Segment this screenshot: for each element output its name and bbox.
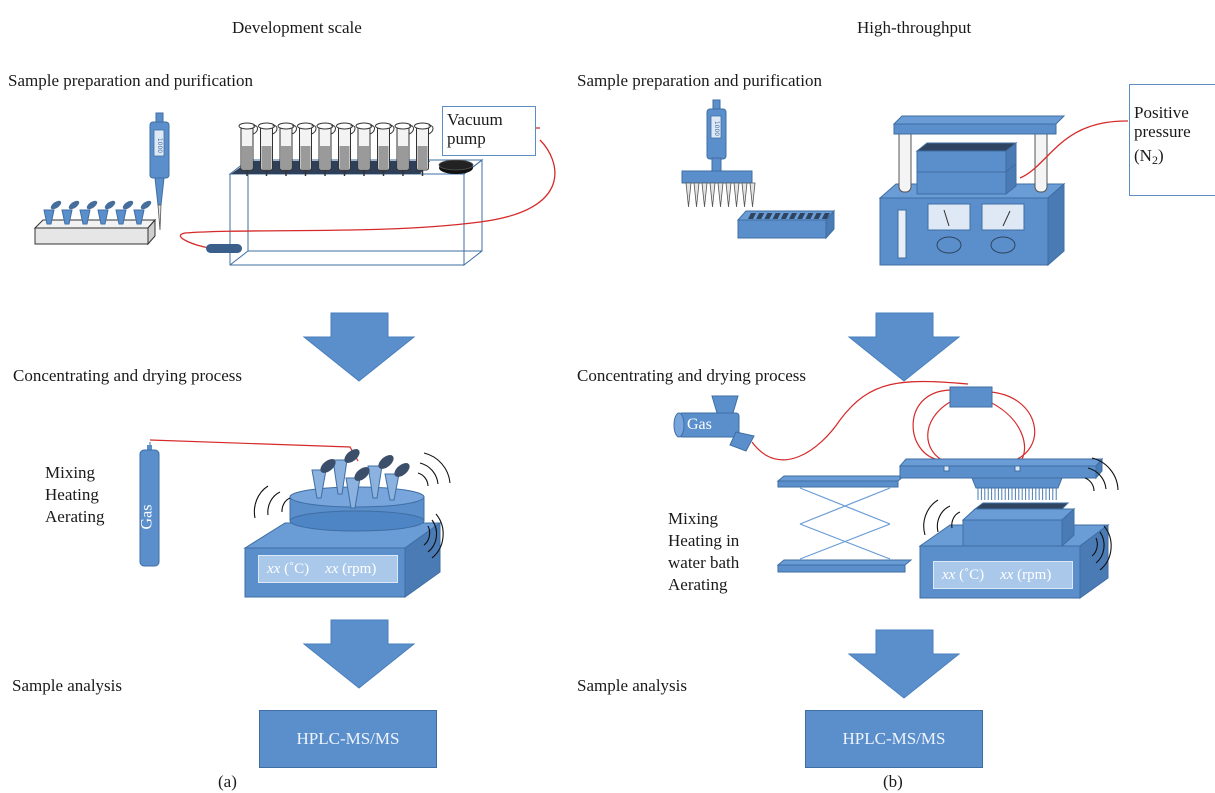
vacuum-pump-label: Vacuum pump xyxy=(442,106,536,156)
heater-b-readout: xx (˚C) xx (rpm) xyxy=(933,561,1073,589)
spe-cartridge xyxy=(238,122,258,176)
vacuum-manifold xyxy=(228,158,484,267)
panel-a-hplc-box: HPLC-MS/MS xyxy=(259,710,437,768)
process-item: Heating xyxy=(45,485,99,504)
panel-a-step-analysis: Sample analysis xyxy=(12,676,123,695)
arrow-b-1 xyxy=(847,312,961,382)
gas-cylinder-a xyxy=(139,442,160,567)
pipette-tip xyxy=(741,182,748,208)
process-item: water bath xyxy=(668,553,740,572)
panel-b-title: High-throughput xyxy=(857,18,972,37)
heater-a-readout: xx (˚C) xx (rpm) xyxy=(258,555,398,583)
panel-b-step-analysis: Sample analysis xyxy=(577,676,688,695)
reservoir-well xyxy=(821,213,830,219)
panel-a-caption: (a) xyxy=(218,772,237,791)
reservoir-well xyxy=(805,213,814,219)
gas-inlet-b xyxy=(673,395,755,452)
positive-pressure-unit xyxy=(878,115,1066,267)
pipette-tip xyxy=(685,182,692,208)
spe-cartridge xyxy=(394,122,414,176)
panel-a-process-list: Mixing Heating Aerating xyxy=(45,462,104,528)
reservoir-well xyxy=(813,213,822,219)
arrow-a-1 xyxy=(302,312,416,382)
pipette-a-volume: 1000 xyxy=(156,137,164,154)
spe-cartridge xyxy=(258,122,278,176)
spe-cartridge xyxy=(375,122,395,176)
pipette-tip xyxy=(709,182,716,208)
lift-table xyxy=(776,475,913,573)
process-item: Aerating xyxy=(668,575,728,594)
spe-cartridge xyxy=(355,122,375,176)
reservoir-well xyxy=(797,213,806,219)
panel-a-step-concentrating: Concentrating and drying process xyxy=(13,366,242,385)
reservoir-well xyxy=(772,213,781,219)
pipette-tip xyxy=(733,182,740,208)
pipette-tip xyxy=(717,182,724,208)
gas-tubing-b xyxy=(751,380,1036,463)
process-item: Mixing xyxy=(668,509,719,528)
spe-cartridge xyxy=(316,122,336,176)
vacuum-tube xyxy=(179,139,556,249)
spe-cartridges xyxy=(238,122,434,176)
arrow-b-2 xyxy=(847,629,961,699)
reservoir-well xyxy=(764,213,773,219)
pipette-tip xyxy=(701,182,708,208)
pipette-a xyxy=(149,112,170,231)
process-item: Heating in xyxy=(668,531,740,550)
panel-b-step-concentrating: Concentrating and drying process xyxy=(577,366,806,385)
pipette-tip xyxy=(749,182,756,208)
spe-cartridge xyxy=(277,122,297,176)
panel-a-step-preparation: Sample preparation and purification xyxy=(8,71,253,90)
reservoir-well xyxy=(756,213,765,219)
pipette-b-volume: 1000 xyxy=(713,120,721,137)
gas-manifold-b xyxy=(949,386,993,408)
pipette-tip xyxy=(693,182,700,208)
pressure-tube xyxy=(1019,120,1129,179)
reservoir-well xyxy=(780,213,789,219)
pipette-tip xyxy=(725,182,732,208)
process-item: Mixing xyxy=(45,463,96,482)
gas-inlet-b-label: Gas xyxy=(687,416,712,433)
tube-rack-a xyxy=(33,200,157,246)
gas-cylinder-a-label: Gas xyxy=(138,504,156,530)
panel-b-step-preparation: Sample preparation and purification xyxy=(577,71,822,90)
reservoir-block xyxy=(736,209,836,240)
panel-b-hplc-box: HPLC-MS/MS xyxy=(805,710,983,768)
positive-pressure-label: Positive pressure (N2) xyxy=(1129,84,1215,196)
spe-cartridge xyxy=(336,122,356,176)
vibration-arcs-b xyxy=(923,457,1119,571)
reservoir-well xyxy=(789,213,797,219)
spe-cartridge xyxy=(414,122,434,176)
spe-cartridge xyxy=(297,122,317,176)
panel-b-process-list: Mixing Heating in water bath Aerating xyxy=(668,508,739,596)
arrow-a-2 xyxy=(302,619,416,689)
reservoir-well xyxy=(748,213,756,219)
panel-a-title: Development scale xyxy=(232,18,362,37)
multichannel-pipette xyxy=(681,99,756,208)
vibration-arcs-a xyxy=(253,452,451,559)
gas-line-a xyxy=(149,439,359,462)
gantry-head xyxy=(898,457,1104,500)
tube-connector xyxy=(206,244,242,253)
panel-b-caption: (b) xyxy=(883,772,903,791)
process-item: Aerating xyxy=(45,507,105,526)
